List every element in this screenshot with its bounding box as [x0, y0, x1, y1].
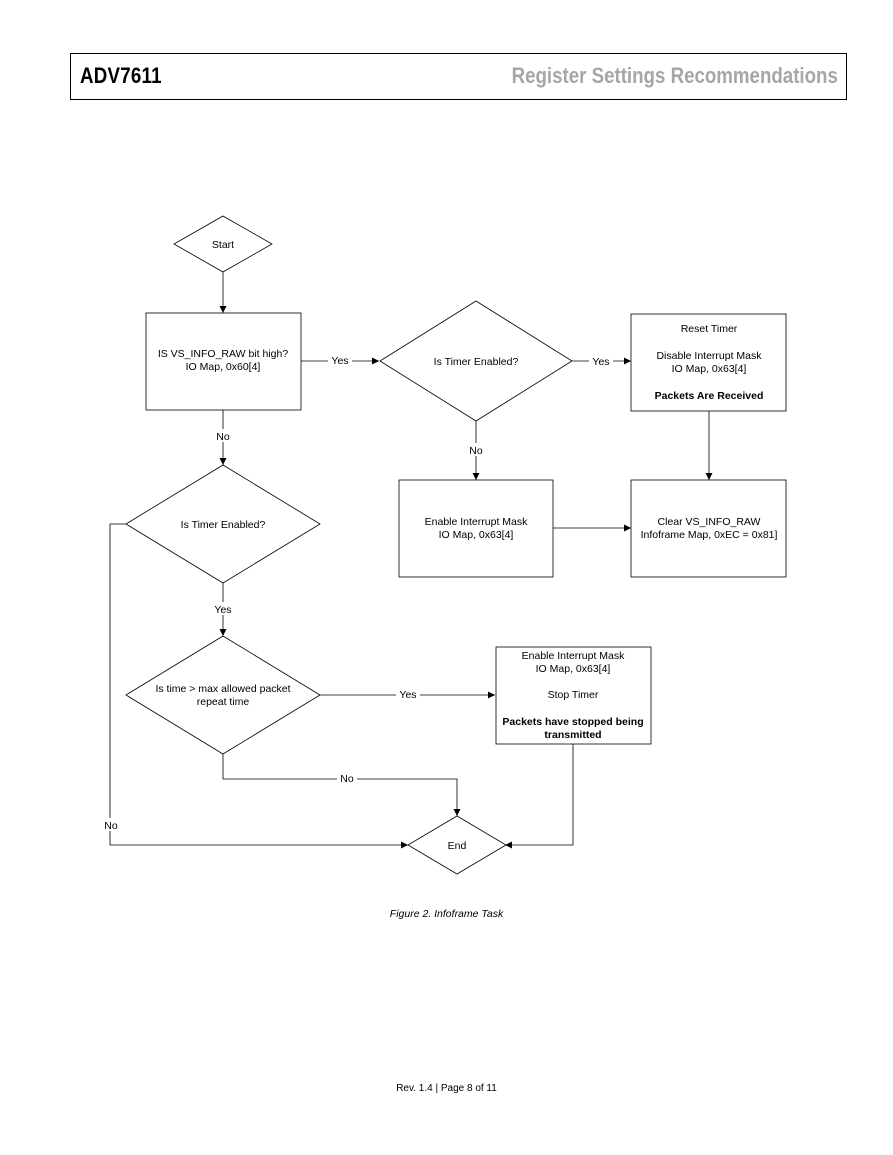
time-max-question-2: repeat time: [197, 696, 250, 708]
packets-stopped-label-1: Packets have stopped being: [502, 716, 643, 728]
vs-info-check-box: [145, 312, 302, 411]
disable-mask-label: Disable Interrupt Mask: [656, 350, 762, 362]
stop-enable-mask-register: IO Map, 0x63[4]: [536, 663, 611, 675]
reset-timer-label: Reset Timer: [681, 323, 738, 335]
label-yes: Yes: [399, 689, 416, 701]
section-title: Register Settings Recommendations: [511, 63, 838, 88]
packets-received-label: Packets Are Received: [655, 390, 764, 402]
end-node: [407, 815, 507, 875]
document-title: ADV7611: [80, 63, 162, 88]
clear-vs-info-label: Clear VS_INFO_RAW: [658, 516, 761, 528]
figure-caption: Figure 2. Infoframe Task: [389, 908, 504, 920]
end-label: End: [448, 840, 467, 852]
stop-timer-label: Stop Timer: [548, 689, 599, 701]
timer-enabled-decision-1: [379, 300, 573, 422]
label-no: No: [104, 820, 118, 832]
stop-timer-box: [495, 646, 652, 745]
edge-stop-to-end: [505, 744, 574, 849]
edge-labels: Yes Yes No No Yes Yes No No: [101, 354, 613, 832]
edge-timer2-no: [109, 523, 408, 849]
packets-stopped-label-2: transmitted: [544, 729, 601, 741]
disable-mask-register: IO Map, 0x63[4]: [672, 363, 747, 375]
clear-vs-info-register: Infoframe Map, 0xEC = 0x81]: [641, 529, 778, 541]
timer-enabled-2-label: Is Timer Enabled?: [181, 519, 266, 531]
clear-vs-info-box: [630, 479, 787, 578]
page-header: ADV7611 Register Settings Recommendation…: [70, 53, 847, 100]
enable-mask-label: Enable Interrupt Mask: [425, 516, 528, 528]
enable-interrupt-mask-box: [398, 479, 554, 578]
page-footer: Rev. 1.4 | Page 8 of 11: [396, 1083, 497, 1094]
node-texts: Start IS VS_INFO_RAW bit high? IO Map, 0…: [155, 239, 777, 852]
reset-timer-box: [630, 313, 787, 412]
label-yes: Yes: [592, 356, 609, 368]
start-node: [173, 215, 273, 273]
timer-enabled-decision-2: [125, 464, 321, 584]
label-no: No: [216, 431, 230, 443]
timer-enabled-1-label: Is Timer Enabled?: [434, 356, 519, 368]
enable-mask-register: IO Map, 0x63[4]: [439, 529, 514, 541]
label-no: No: [469, 445, 483, 457]
start-label: Start: [212, 239, 234, 251]
stop-enable-mask-label: Enable Interrupt Mask: [522, 650, 625, 662]
vs-info-question: IS VS_INFO_RAW bit high?: [158, 348, 288, 360]
vs-info-register: IO Map, 0x60[4]: [186, 361, 261, 373]
label-yes: Yes: [214, 604, 231, 616]
time-max-question-1: Is time > max allowed packet: [155, 683, 290, 695]
label-yes: Yes: [331, 355, 348, 367]
label-no: No: [340, 773, 354, 785]
time-max-decision: [125, 635, 321, 755]
